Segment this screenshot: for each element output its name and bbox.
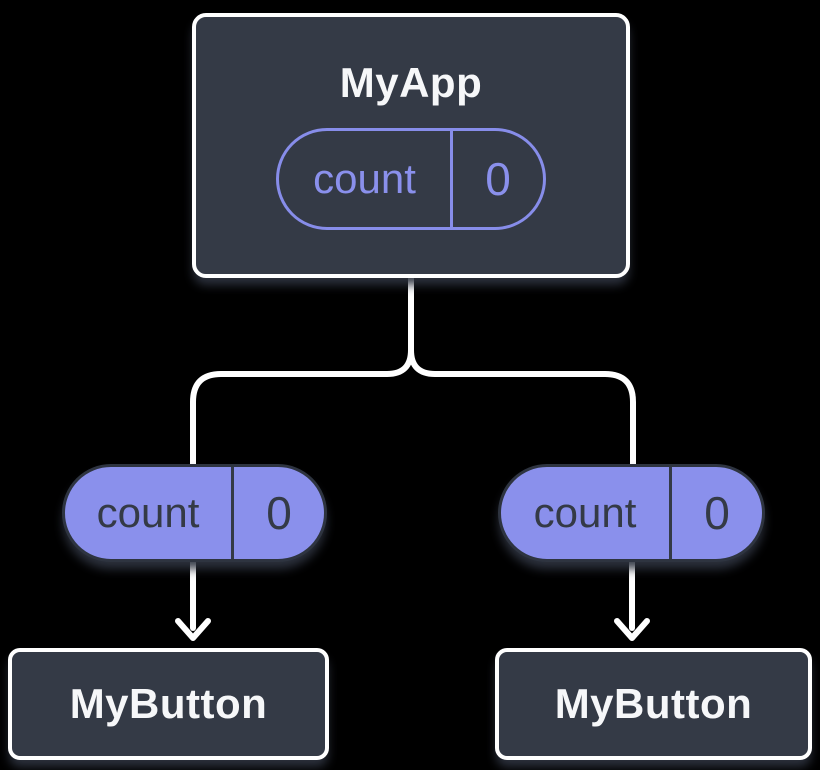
node-mybutton-left: MyButton bbox=[8, 648, 329, 760]
prop-name: count bbox=[96, 489, 200, 536]
prop-name: count bbox=[533, 489, 637, 536]
prop-pill-right-divider bbox=[669, 467, 672, 559]
prop-pill-left: count 0 bbox=[62, 464, 327, 562]
prop-pill-right-label-section: count bbox=[501, 467, 669, 559]
prop-pill-left-label-section: count bbox=[65, 467, 231, 559]
state-pill: count 0 bbox=[276, 127, 546, 230]
branch-right-line bbox=[408, 269, 636, 473]
node-myapp-title: MyApp bbox=[339, 58, 483, 106]
state-name: count bbox=[313, 154, 416, 202]
node-myapp: MyApp count 0 bbox=[192, 13, 630, 278]
state-pill-divider bbox=[450, 130, 453, 227]
node-mybutton-right: MyButton bbox=[495, 648, 812, 760]
branch-left-line bbox=[190, 269, 414, 473]
arrow-right-head bbox=[614, 618, 650, 641]
prop-pill-right-value-section: 0 bbox=[672, 467, 762, 559]
prop-pill-right: count 0 bbox=[498, 464, 765, 562]
state-pill-value-section: 0 bbox=[453, 131, 543, 227]
node-mybutton-right-title: MyButton bbox=[554, 680, 753, 727]
prop-pill-left-value-section: 0 bbox=[234, 467, 324, 559]
state-pill-label-section: count bbox=[279, 131, 450, 227]
prop-value: 0 bbox=[704, 487, 730, 539]
node-mybutton-left-title: MyButton bbox=[69, 680, 268, 727]
prop-value: 0 bbox=[266, 487, 292, 539]
arrow-left-head bbox=[175, 618, 211, 641]
prop-pill-left-divider bbox=[231, 467, 234, 559]
state-value: 0 bbox=[485, 152, 511, 205]
